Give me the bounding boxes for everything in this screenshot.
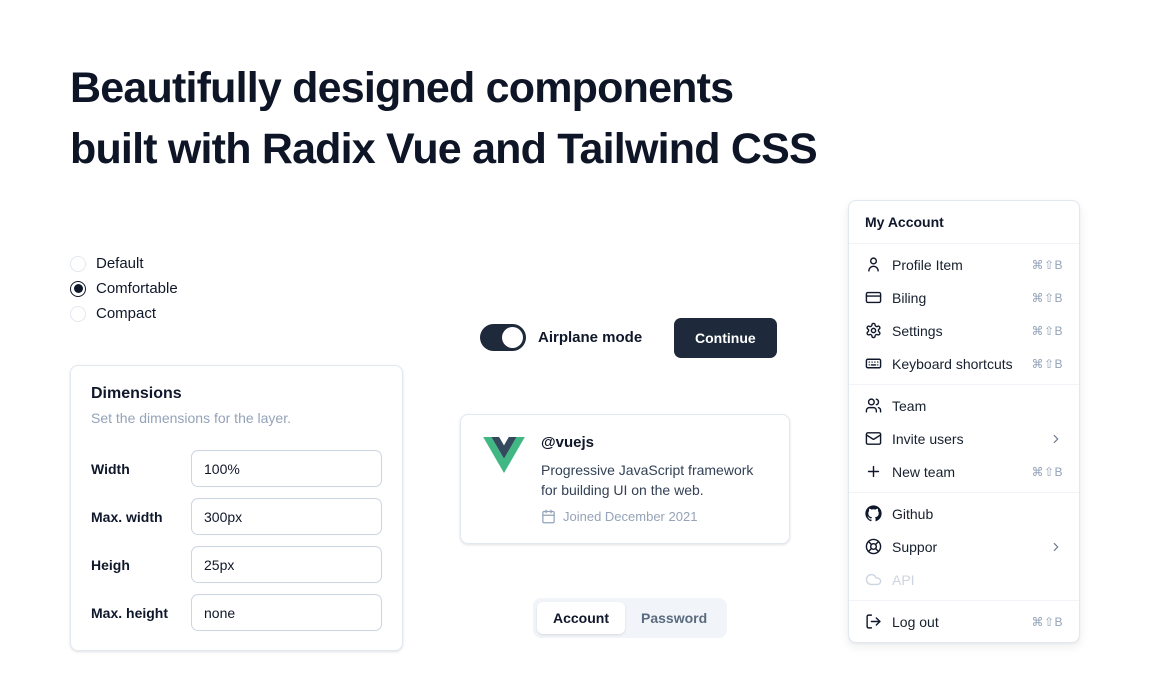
width-input[interactable] — [191, 450, 382, 487]
menu-item-log-out[interactable]: Log out ⌘⇧B — [849, 605, 1079, 638]
menu-item-label: Suppor — [892, 538, 938, 555]
menu-title: My Account — [849, 201, 1079, 244]
mail-icon — [865, 430, 882, 447]
radio-circle-icon — [70, 305, 86, 322]
github-icon — [865, 505, 882, 522]
width-label: Width — [91, 460, 130, 477]
heading-line-1: Beautifully designed components — [70, 64, 734, 112]
menu-separator — [849, 492, 1079, 493]
airplane-mode-label: Airplane mode — [538, 329, 643, 346]
menu-item-label: Keyboard shortcuts — [892, 355, 1013, 372]
max-height-input[interactable] — [191, 594, 382, 631]
radio-option-default[interactable]: Default — [70, 251, 178, 276]
profile-body: @vuejs Progressive JavaScript framework … — [541, 434, 767, 524]
menu-item-shortcut: ⌘⇧B — [1031, 464, 1063, 479]
density-radio-group: Default Comfortable Compact — [70, 251, 178, 326]
menu-item-shortcut: ⌘⇧B — [1031, 257, 1063, 272]
menu-group-support: Github Suppor API — [849, 493, 1079, 600]
menu-item-label: Settings — [892, 322, 943, 339]
lifebuoy-icon — [865, 538, 882, 555]
chevron-right-icon — [1049, 432, 1063, 446]
airplane-mode-switch[interactable] — [480, 324, 526, 351]
menu-item-shortcut: ⌘⇧B — [1031, 323, 1063, 338]
gear-icon — [865, 322, 882, 339]
menu-item-shortcut: ⌘⇧B — [1031, 356, 1063, 371]
dimensions-card: Dimensions Set the dimensions for the la… — [70, 365, 403, 651]
menu-group-team: Team Invite users New team ⌘⇧B — [849, 385, 1079, 492]
menu-item-keyboard-shortcuts[interactable]: Keyboard shortcuts ⌘⇧B — [849, 347, 1079, 380]
menu-item-shortcut: ⌘⇧B — [1031, 290, 1063, 305]
chevron-right-icon — [1049, 540, 1063, 554]
vue-logo-icon — [483, 437, 525, 473]
dimensions-subtitle: Set the dimensions for the layer. — [91, 410, 291, 426]
user-icon — [865, 256, 882, 273]
continue-button[interactable]: Continue — [674, 318, 777, 358]
menu-item-invite-users[interactable]: Invite users — [849, 422, 1079, 455]
credit-card-icon — [865, 289, 882, 306]
radio-circle-icon — [70, 255, 86, 272]
account-password-tabs: Account Password — [533, 598, 728, 638]
menu-item-label: Profile Item — [892, 256, 963, 273]
menu-item-label: API — [892, 571, 915, 588]
menu-group-profile: Profile Item ⌘⇧B Biling ⌘⇧B Settings ⌘⇧B… — [849, 244, 1079, 384]
airplane-mode-row: Airplane mode — [480, 324, 642, 351]
menu-item-billing[interactable]: Biling ⌘⇧B — [849, 281, 1079, 314]
cloud-icon — [865, 571, 882, 588]
menu-item-shortcut: ⌘⇧B — [1031, 614, 1063, 629]
radio-option-comfortable[interactable]: Comfortable — [70, 276, 178, 301]
menu-item-label: Biling — [892, 289, 927, 306]
max-width-input[interactable] — [191, 498, 382, 535]
menu-item-label: Invite users — [892, 430, 964, 447]
switch-knob — [502, 327, 523, 348]
menu-separator — [849, 600, 1079, 601]
dimensions-fields: Width Max. width Heigh Max. height — [91, 450, 382, 631]
calendar-icon — [542, 509, 555, 524]
menu-item-github[interactable]: Github — [849, 497, 1079, 530]
max-height-label: Max. height — [91, 604, 169, 621]
radio-option-label: Comfortable — [96, 280, 178, 297]
radio-option-compact[interactable]: Compact — [70, 301, 178, 326]
profile-joined-text: Joined December 2021 — [563, 509, 698, 524]
radio-circle-icon — [70, 280, 86, 297]
menu-item-label: Team — [892, 397, 927, 414]
vue-profile-card: @vuejs Progressive JavaScript framework … — [460, 414, 790, 544]
menu-item-support[interactable]: Suppor — [849, 530, 1079, 563]
field-row-width: Width — [91, 450, 382, 487]
plus-icon — [865, 463, 882, 480]
tab-account[interactable]: Account — [537, 602, 625, 634]
tab-password[interactable]: Password — [625, 602, 723, 634]
page-title: Beautifully designed components built wi… — [70, 58, 818, 180]
menu-group-logout: Log out ⌘⇧B — [849, 601, 1079, 642]
radio-option-label: Default — [96, 255, 144, 272]
logout-icon — [865, 613, 882, 630]
profile-handle: @vuejs — [541, 434, 594, 451]
menu-item-label: Github — [892, 505, 934, 522]
field-row-max-width: Max. width — [91, 498, 382, 535]
menu-item-label: Log out — [892, 613, 939, 630]
menu-item-new-team[interactable]: New team ⌘⇧B — [849, 455, 1079, 488]
max-width-label: Max. width — [91, 508, 163, 525]
menu-item-api: API — [849, 563, 1079, 596]
height-label: Heigh — [91, 556, 130, 573]
menu-item-label: New team — [892, 463, 956, 480]
menu-item-team[interactable]: Team — [849, 389, 1079, 422]
menu-separator — [849, 384, 1079, 385]
height-input[interactable] — [191, 546, 382, 583]
heading-line-2: built with Radix Vue and Tailwind CSS — [70, 125, 818, 173]
radio-option-label: Compact — [96, 305, 157, 322]
menu-item-settings[interactable]: Settings ⌘⇧B — [849, 314, 1079, 347]
field-row-max-height: Max. height — [91, 594, 382, 631]
keyboard-icon — [865, 355, 882, 372]
field-row-height: Heigh — [91, 546, 382, 583]
profile-joined-row: Joined December 2021 — [541, 509, 767, 524]
account-dropdown-menu: My Account Profile Item ⌘⇧B Biling ⌘⇧B S… — [848, 200, 1080, 643]
profile-description: Progressive JavaScript framework for bui… — [541, 462, 754, 498]
menu-item-profile[interactable]: Profile Item ⌘⇧B — [849, 248, 1079, 281]
dimensions-title: Dimensions — [91, 385, 182, 402]
users-icon — [865, 397, 882, 414]
